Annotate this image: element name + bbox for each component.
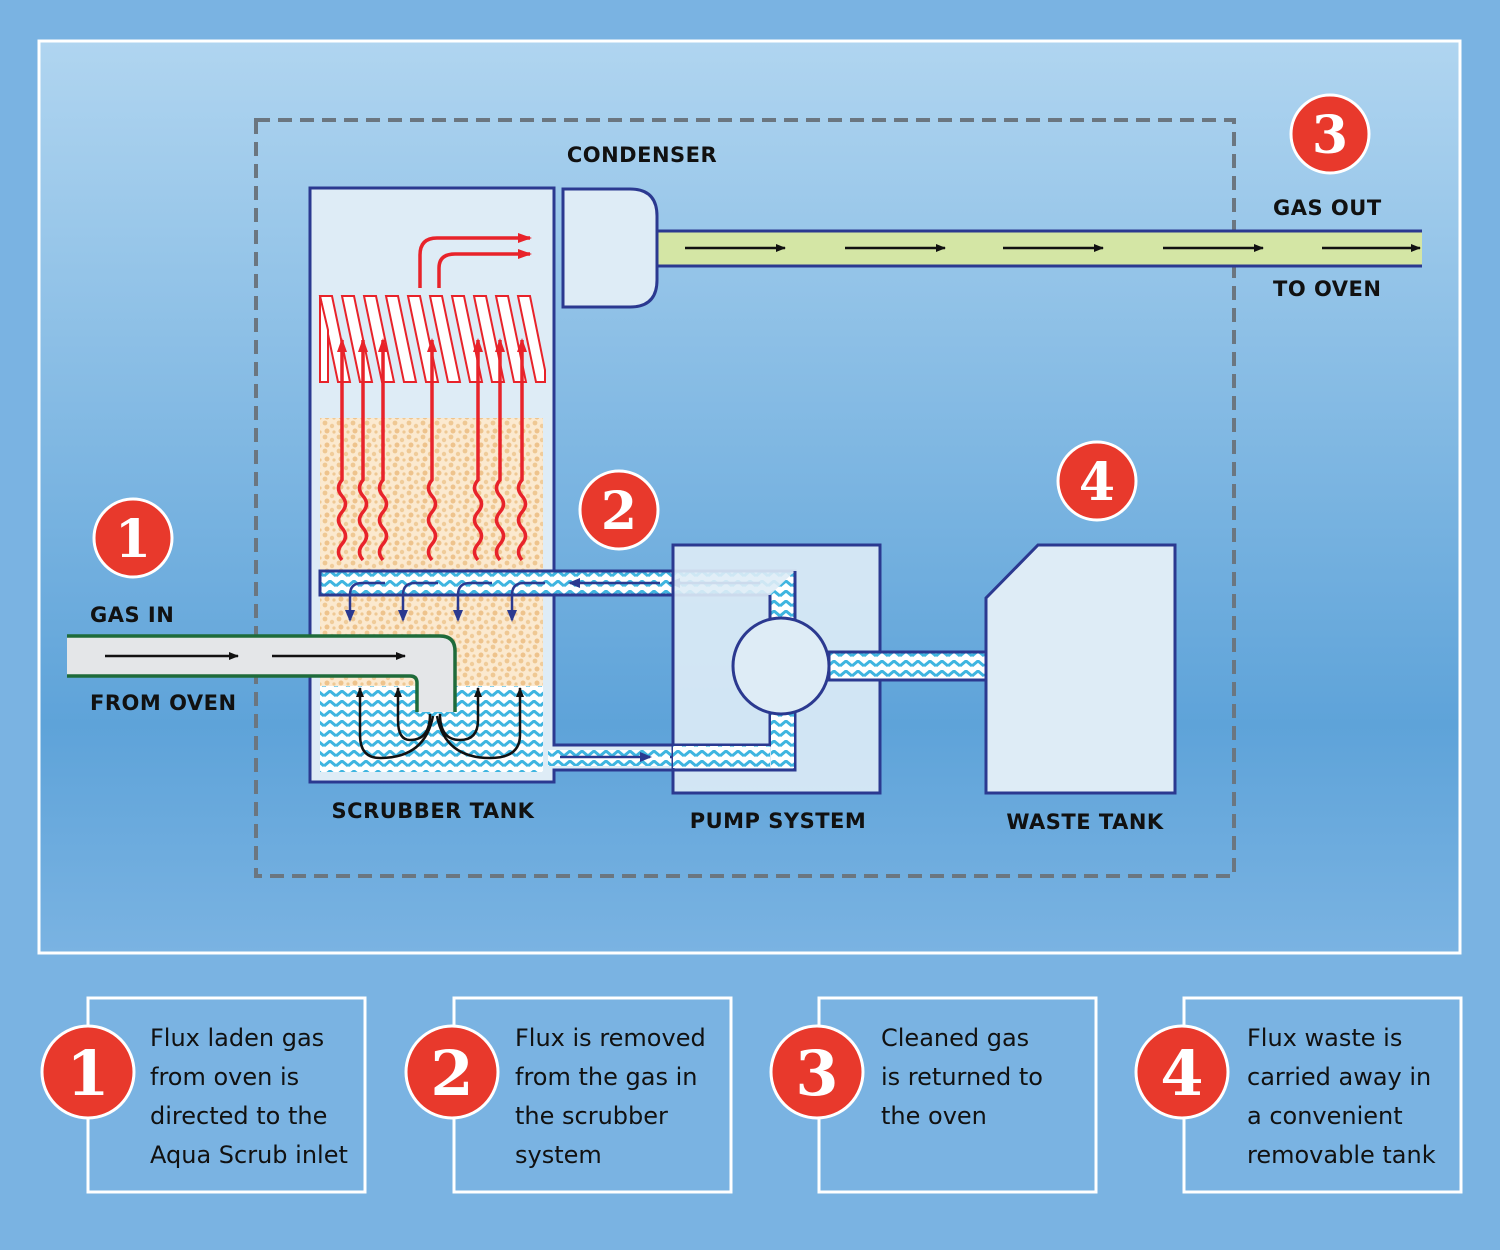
- pump: [731, 616, 831, 716]
- svg-text:4: 4: [1160, 1037, 1203, 1110]
- waste-tank: [984, 543, 1177, 795]
- diagram-frame: [37, 39, 1462, 955]
- gas-out-label: GAS OUT: [1273, 196, 1382, 220]
- svg-text:Flux is removed: Flux is removed: [515, 1024, 706, 1052]
- marker-2: 2: [578, 469, 660, 551]
- svg-text:directed to the: directed to the: [150, 1102, 327, 1130]
- svg-text:is returned to: is returned to: [881, 1063, 1043, 1091]
- marker-3: 3: [1289, 93, 1371, 175]
- svg-text:a convenient: a convenient: [1247, 1102, 1403, 1130]
- step-1-card: 1 Flux laden gas from oven is directed t…: [40, 996, 367, 1194]
- gas-in-pipe: [67, 634, 524, 760]
- pump-system: [671, 543, 1022, 795]
- svg-text:removable tank: removable tank: [1247, 1141, 1436, 1169]
- gas-flow-arrows: [336, 233, 532, 562]
- to-oven-label: TO OVEN: [1273, 277, 1381, 301]
- svg-text:4: 4: [1079, 452, 1115, 513]
- svg-text:Aqua Scrub inlet: Aqua Scrub inlet: [150, 1141, 348, 1169]
- svg-text:3: 3: [1312, 105, 1348, 166]
- svg-text:the oven: the oven: [881, 1102, 987, 1130]
- pump-system-label: PUMP SYSTEM: [690, 809, 867, 833]
- svg-text:1: 1: [66, 1037, 109, 1110]
- svg-text:the scrubber: the scrubber: [515, 1102, 668, 1130]
- svg-text:from the gas in: from the gas in: [515, 1063, 697, 1091]
- step-2-card: 2 Flux is removed from the gas in the sc…: [404, 996, 733, 1194]
- svg-text:carried away in: carried away in: [1247, 1063, 1431, 1091]
- svg-text:system: system: [515, 1141, 602, 1169]
- marker-4: 4: [1056, 440, 1138, 522]
- scrubber-tank-label: SCRUBBER TANK: [332, 799, 535, 823]
- svg-text:3: 3: [795, 1037, 838, 1110]
- system-boundary: [254, 118, 1236, 878]
- waste-tank-label: WASTE TANK: [1006, 810, 1164, 834]
- condenser-coil: [318, 295, 546, 383]
- marker-1: 1: [92, 497, 174, 579]
- step-3-card: 3 Cleaned gas is returned to the oven: [769, 996, 1098, 1194]
- gas-out-pipe: [655, 229, 1422, 268]
- svg-text:2: 2: [430, 1037, 473, 1110]
- condenser-label: CONDENSER: [567, 143, 717, 167]
- svg-text:2: 2: [601, 481, 637, 542]
- from-oven-label: FROM OVEN: [90, 691, 237, 715]
- svg-text:Cleaned gas: Cleaned gas: [881, 1024, 1029, 1052]
- svg-text:from oven is: from oven is: [150, 1063, 299, 1091]
- step-4-card: 4 Flux waste is carried away in a conven…: [1134, 996, 1463, 1194]
- svg-text:Flux waste is: Flux waste is: [1247, 1024, 1402, 1052]
- svg-text:1: 1: [115, 509, 151, 570]
- condenser: [561, 187, 659, 309]
- svg-text:Flux laden gas: Flux laden gas: [150, 1024, 324, 1052]
- gas-in-label: GAS IN: [90, 603, 174, 627]
